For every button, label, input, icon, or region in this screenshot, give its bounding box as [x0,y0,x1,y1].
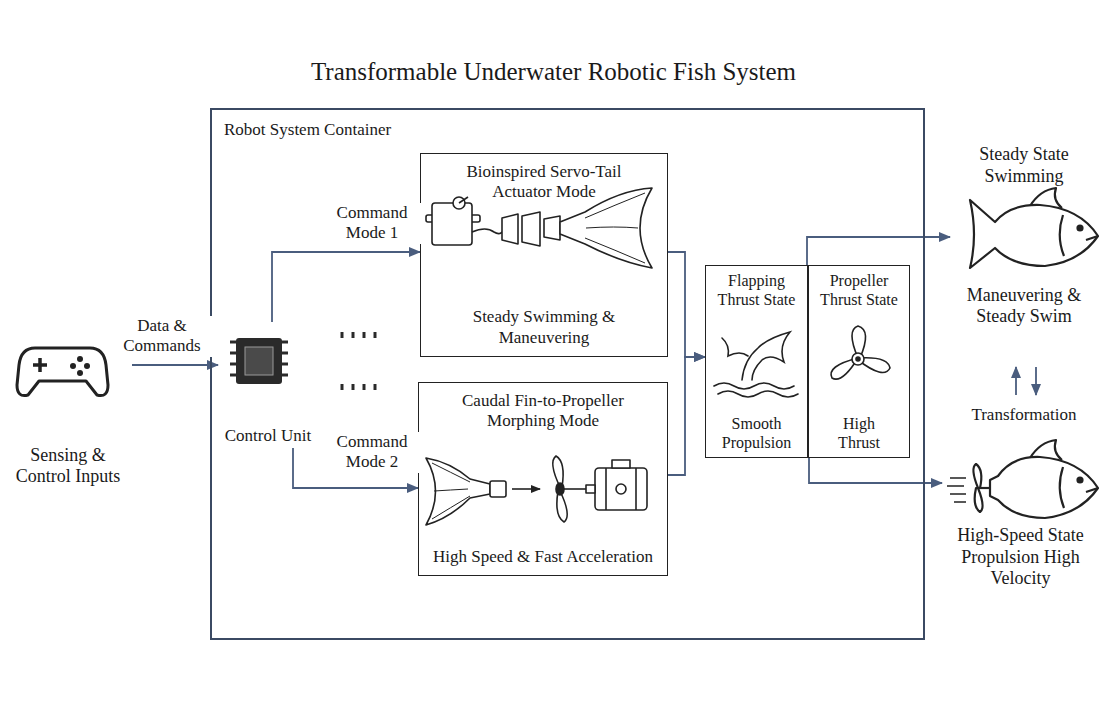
input-device: Sensing & Control Inputs [4,340,132,490]
edge-label: Command Mode 2 [322,432,422,473]
connector-line [809,458,942,483]
thrust-state-box: Flapping Thrust StateSmooth Propulsion [705,265,808,458]
node-heading: Robot System Container [224,120,391,140]
chip-pin [374,384,377,390]
diagram-title: Transformable Underwater Robotic Fish Sy… [0,58,1107,86]
propeller-icon [831,326,890,379]
node-heading: Control Unit [225,426,311,446]
node-heading: Bioinspired Servo-Tail Actuator Mode [442,162,647,203]
chip-pin [363,332,366,338]
mode-box: Caudal Fin-to-Propeller Morphing ModeHig… [418,382,668,576]
connector [668,252,705,357]
chip-pin [341,384,344,390]
connector [807,237,950,265]
chip-icon [230,332,375,390]
chip-pin [282,363,288,366]
chip-pin [352,384,355,390]
connector-line [668,357,705,475]
edge-label: Data & Commands [112,316,212,357]
connector-line [807,237,950,265]
chip-pin [282,374,288,377]
node-body: Smooth Propulsion [716,414,798,452]
thrust-state-box: Propeller Thrust StateHigh Thrust [808,265,910,458]
chip-pin [230,374,236,377]
chip-pin [352,332,355,338]
chip-pin [282,341,288,344]
flapping-icon [714,332,798,397]
node-heading: High-Speed State Propulsion High Velocit… [951,525,1091,590]
chip-pin [282,352,288,355]
connector-line [132,364,218,366]
chip-pin [230,341,236,344]
swim-state: High-Speed State Propulsion High Velocit… [938,440,1103,592]
chip-pin [374,332,377,338]
control-unit: Control Unit [218,322,318,448]
mode-box: Bioinspired Servo-Tail Actuator ModeStea… [420,153,668,357]
node-body: High Thrust [829,414,889,452]
node-heading: Sensing & Control Inputs [6,445,130,488]
chip-pin [230,352,236,355]
gamepad-icon [17,348,108,396]
connector [809,458,942,483]
connector [272,252,420,322]
node-heading: Steady State Swimming [962,144,1087,187]
chip-pin [230,363,236,366]
morphing-illustration [426,456,647,525]
edge-label: Transformation [959,405,1089,425]
connector [668,357,705,475]
edge-label: Command Mode 1 [322,203,422,244]
node-heading: Flapping Thrust State [709,271,804,309]
node-heading: Propeller Thrust State [812,271,907,309]
connector [1016,367,1036,395]
chip-pin [341,332,344,338]
node-heading: Caudal Fin-to-Propeller Morphing Mode [436,391,651,432]
system-container: Robot System ContainerControl Unit Bioins… [210,108,925,640]
fish-high-speed [947,440,1098,518]
swim-state: Steady State SwimmingManeuvering & Stead… [945,142,1103,330]
node-body: Maneuvering & Steady Swim [954,285,1094,328]
node-body: Steady Swimming & Maneuvering [457,307,632,348]
node-body: High Speed & Fast Acceleration [433,547,653,567]
connector-line [1035,367,1037,395]
connector-line [668,252,705,357]
connector-line [1015,367,1017,395]
connector-line [272,252,420,322]
connector [132,365,218,366]
fish-steady [970,188,1098,268]
chip-pin [363,384,366,390]
